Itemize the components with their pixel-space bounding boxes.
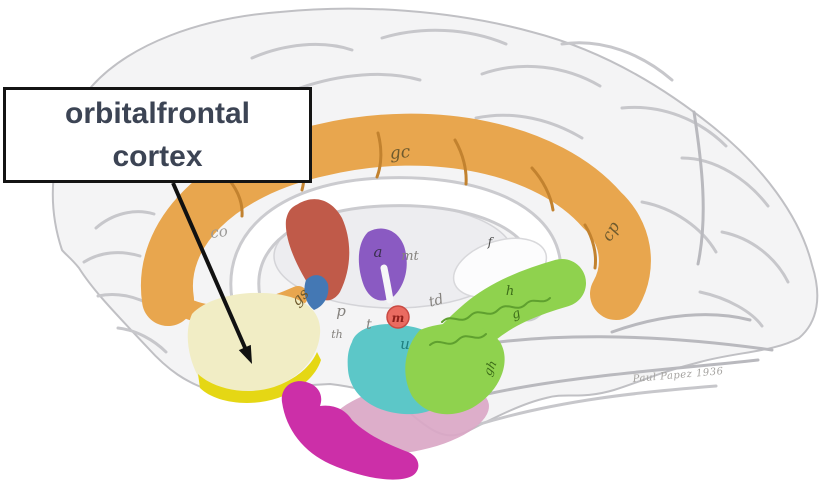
label-u: u [400,335,410,353]
label-co: co [209,222,229,242]
region-green-lobe [405,323,505,415]
callout-arrow-head [238,344,252,364]
label-mt: mt [401,249,419,264]
region-purple [358,228,407,301]
callout-box: orbitalfrontal cortex [3,87,312,183]
label-gc: gc [389,142,412,164]
callout-line2: cortex [112,140,203,173]
label-th: th [331,328,343,341]
label-p: p [336,302,346,320]
callout-arrow-line [171,182,248,351]
label-a: a [374,243,383,261]
region-m-dot [386,305,410,329]
deep-sulci-lines [434,110,774,400]
region-cingulate-band [140,113,651,326]
callout-line1: orbitalfrontal [65,97,250,130]
region-magenta [281,381,419,480]
green-hatch-lines [429,297,551,346]
region-red [285,199,350,301]
region-orbital-cream [187,292,321,394]
label-gh: gh [480,358,499,378]
label-f: f [487,235,495,249]
region-blue [304,275,329,310]
label-m: m [392,311,405,325]
label-h: h [506,284,514,299]
fornix-wisp [380,264,394,304]
label-t: t [366,317,372,333]
label-td: td [427,291,445,310]
